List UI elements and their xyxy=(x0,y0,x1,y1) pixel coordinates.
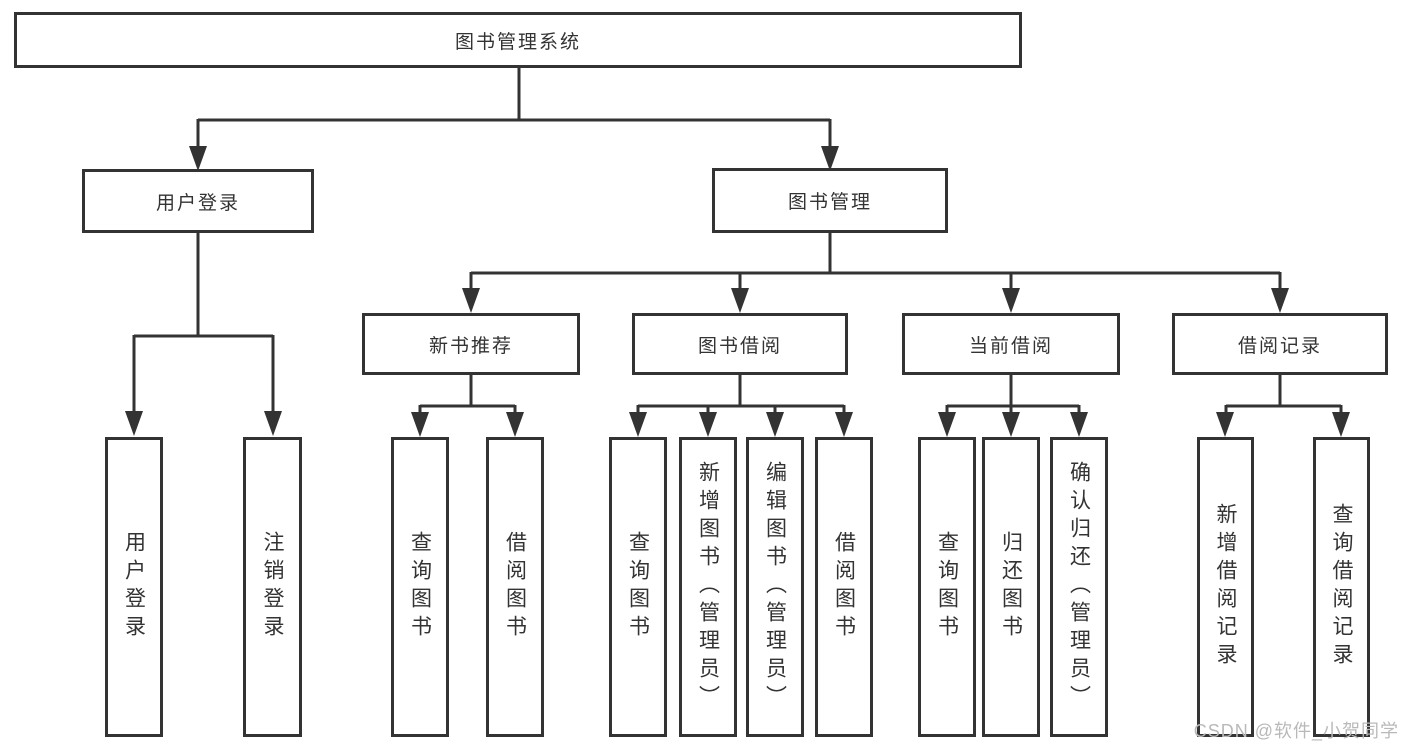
leaf-cb-return-books: 归还图书 xyxy=(982,437,1040,737)
leaf-logout: 注销登录 xyxy=(243,437,302,737)
node-book-management-label: 图书管理 xyxy=(787,192,872,213)
csdn-watermark: CSDN @软件_小贺同学 xyxy=(1193,721,1399,741)
node-new-book-recommend-label: 新书推荐 xyxy=(428,335,513,357)
leaf-bb-query-books: 查询图书 xyxy=(609,437,667,737)
leaf-cb-query-books-label: 查询图书 xyxy=(935,531,959,643)
leaf-cb-confirm-return-admin-label: 确认归还（管理员） xyxy=(1067,461,1091,713)
node-borrow-records: 借阅记录 xyxy=(1172,313,1388,375)
leaf-nb-borrow-books-label: 借阅图书 xyxy=(503,531,527,643)
node-book-borrow: 图书借阅 xyxy=(632,313,848,375)
leaf-user-login-label: 用户登录 xyxy=(122,531,146,643)
leaf-bb-add-books-admin-label: 新增图书（管理员） xyxy=(696,461,720,713)
leaf-logout-label: 注销登录 xyxy=(261,531,284,643)
node-current-borrow: 当前借阅 xyxy=(902,313,1120,375)
node-book-management: 图书管理 xyxy=(712,168,948,233)
leaf-nb-borrow-books: 借阅图书 xyxy=(486,437,544,737)
node-new-book-recommend: 新书推荐 xyxy=(362,313,580,375)
node-user-login: 用户登录 xyxy=(82,169,314,233)
leaf-cb-return-books-label: 归还图书 xyxy=(999,531,1023,643)
node-borrow-records-label: 借阅记录 xyxy=(1237,335,1322,357)
arrowheads xyxy=(125,146,1350,437)
leaf-bb-edit-books-admin: 编辑图书（管理员） xyxy=(746,437,804,737)
leaf-br-add-record-label: 新增借阅记录 xyxy=(1214,503,1237,671)
leaf-bb-edit-books-admin-label: 编辑图书（管理员） xyxy=(763,461,787,713)
leaf-user-login: 用户登录 xyxy=(105,437,163,737)
leaf-br-query-record: 查询借阅记录 xyxy=(1313,437,1370,737)
leaf-nb-query-books-label: 查询图书 xyxy=(408,531,432,643)
leaf-bb-borrow-books-label: 借阅图书 xyxy=(832,531,856,643)
node-user-login-label: 用户登录 xyxy=(155,192,240,214)
leaf-cb-confirm-return-admin: 确认归还（管理员） xyxy=(1050,437,1108,737)
leaf-br-add-record: 新增借阅记录 xyxy=(1197,437,1254,737)
leaf-nb-query-books: 查询图书 xyxy=(391,437,449,737)
leaf-bb-borrow-books: 借阅图书 xyxy=(815,437,873,737)
leaf-bb-add-books-admin: 新增图书（管理员） xyxy=(679,437,737,737)
leaf-bb-query-books-label: 查询图书 xyxy=(626,531,650,643)
leaf-br-query-record-label: 查询借阅记录 xyxy=(1330,503,1353,671)
node-root-system: 图书管理系统 xyxy=(14,12,1022,68)
node-current-borrow-label: 当前借阅 xyxy=(968,335,1053,357)
leaf-cb-query-books: 查询图书 xyxy=(918,437,976,737)
node-book-borrow-label: 图书借阅 xyxy=(697,335,782,357)
node-root-label: 图书管理系统 xyxy=(454,31,581,53)
